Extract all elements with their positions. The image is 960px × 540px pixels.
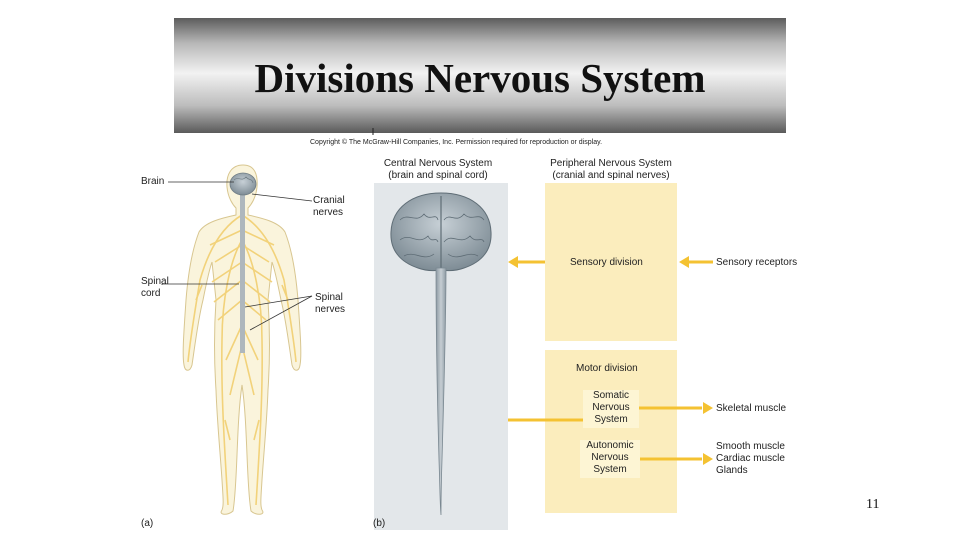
- label-skeletal-muscle: Skeletal muscle: [716, 403, 787, 414]
- title-banner: Divisions Nervous System: [174, 18, 786, 133]
- pns-sensory-panel: [545, 183, 677, 341]
- panel-tag-a: (a): [141, 518, 154, 529]
- brain-b: [390, 192, 492, 516]
- label-sensory-division: Sensory division: [570, 257, 643, 268]
- somatic-nervous-system-box: Somatic Nervous System: [583, 390, 639, 428]
- label-spinal-nerves: Spinal nerves: [315, 292, 346, 315]
- copyright-notice: Copyright © The McGraw-Hill Companies, I…: [310, 139, 603, 146]
- autonomic-nervous-system-box: Autonomic Nervous System: [580, 440, 640, 478]
- label-brain: Brain: [141, 176, 165, 187]
- brain-a: [229, 172, 257, 196]
- peripheral-nerves: [187, 214, 297, 506]
- panel-tag-b: (b): [373, 518, 386, 529]
- pns-motor-panel: [545, 350, 677, 513]
- cns-header: Central Nervous System (brain and spinal…: [383, 158, 493, 181]
- label-motor-division: Motor division: [576, 363, 638, 374]
- label-cranial-nerves: Cranial nerves: [313, 195, 345, 218]
- flow-arrows: [508, 256, 713, 465]
- label-autonomic-targets: Smooth muscle Cardiac muscle Glands: [716, 441, 785, 476]
- slide-title: Divisions Nervous System: [254, 55, 706, 101]
- label-sensory-receptors: Sensory receptors: [716, 257, 798, 268]
- spinal-cord-a: [240, 193, 245, 353]
- slide-number: 11: [866, 497, 880, 512]
- label-spinal-cord: Spinal cord: [141, 276, 169, 299]
- label-leader-lines: [161, 181, 313, 331]
- pns-header: Peripheral Nervous System (cranial and s…: [550, 158, 672, 181]
